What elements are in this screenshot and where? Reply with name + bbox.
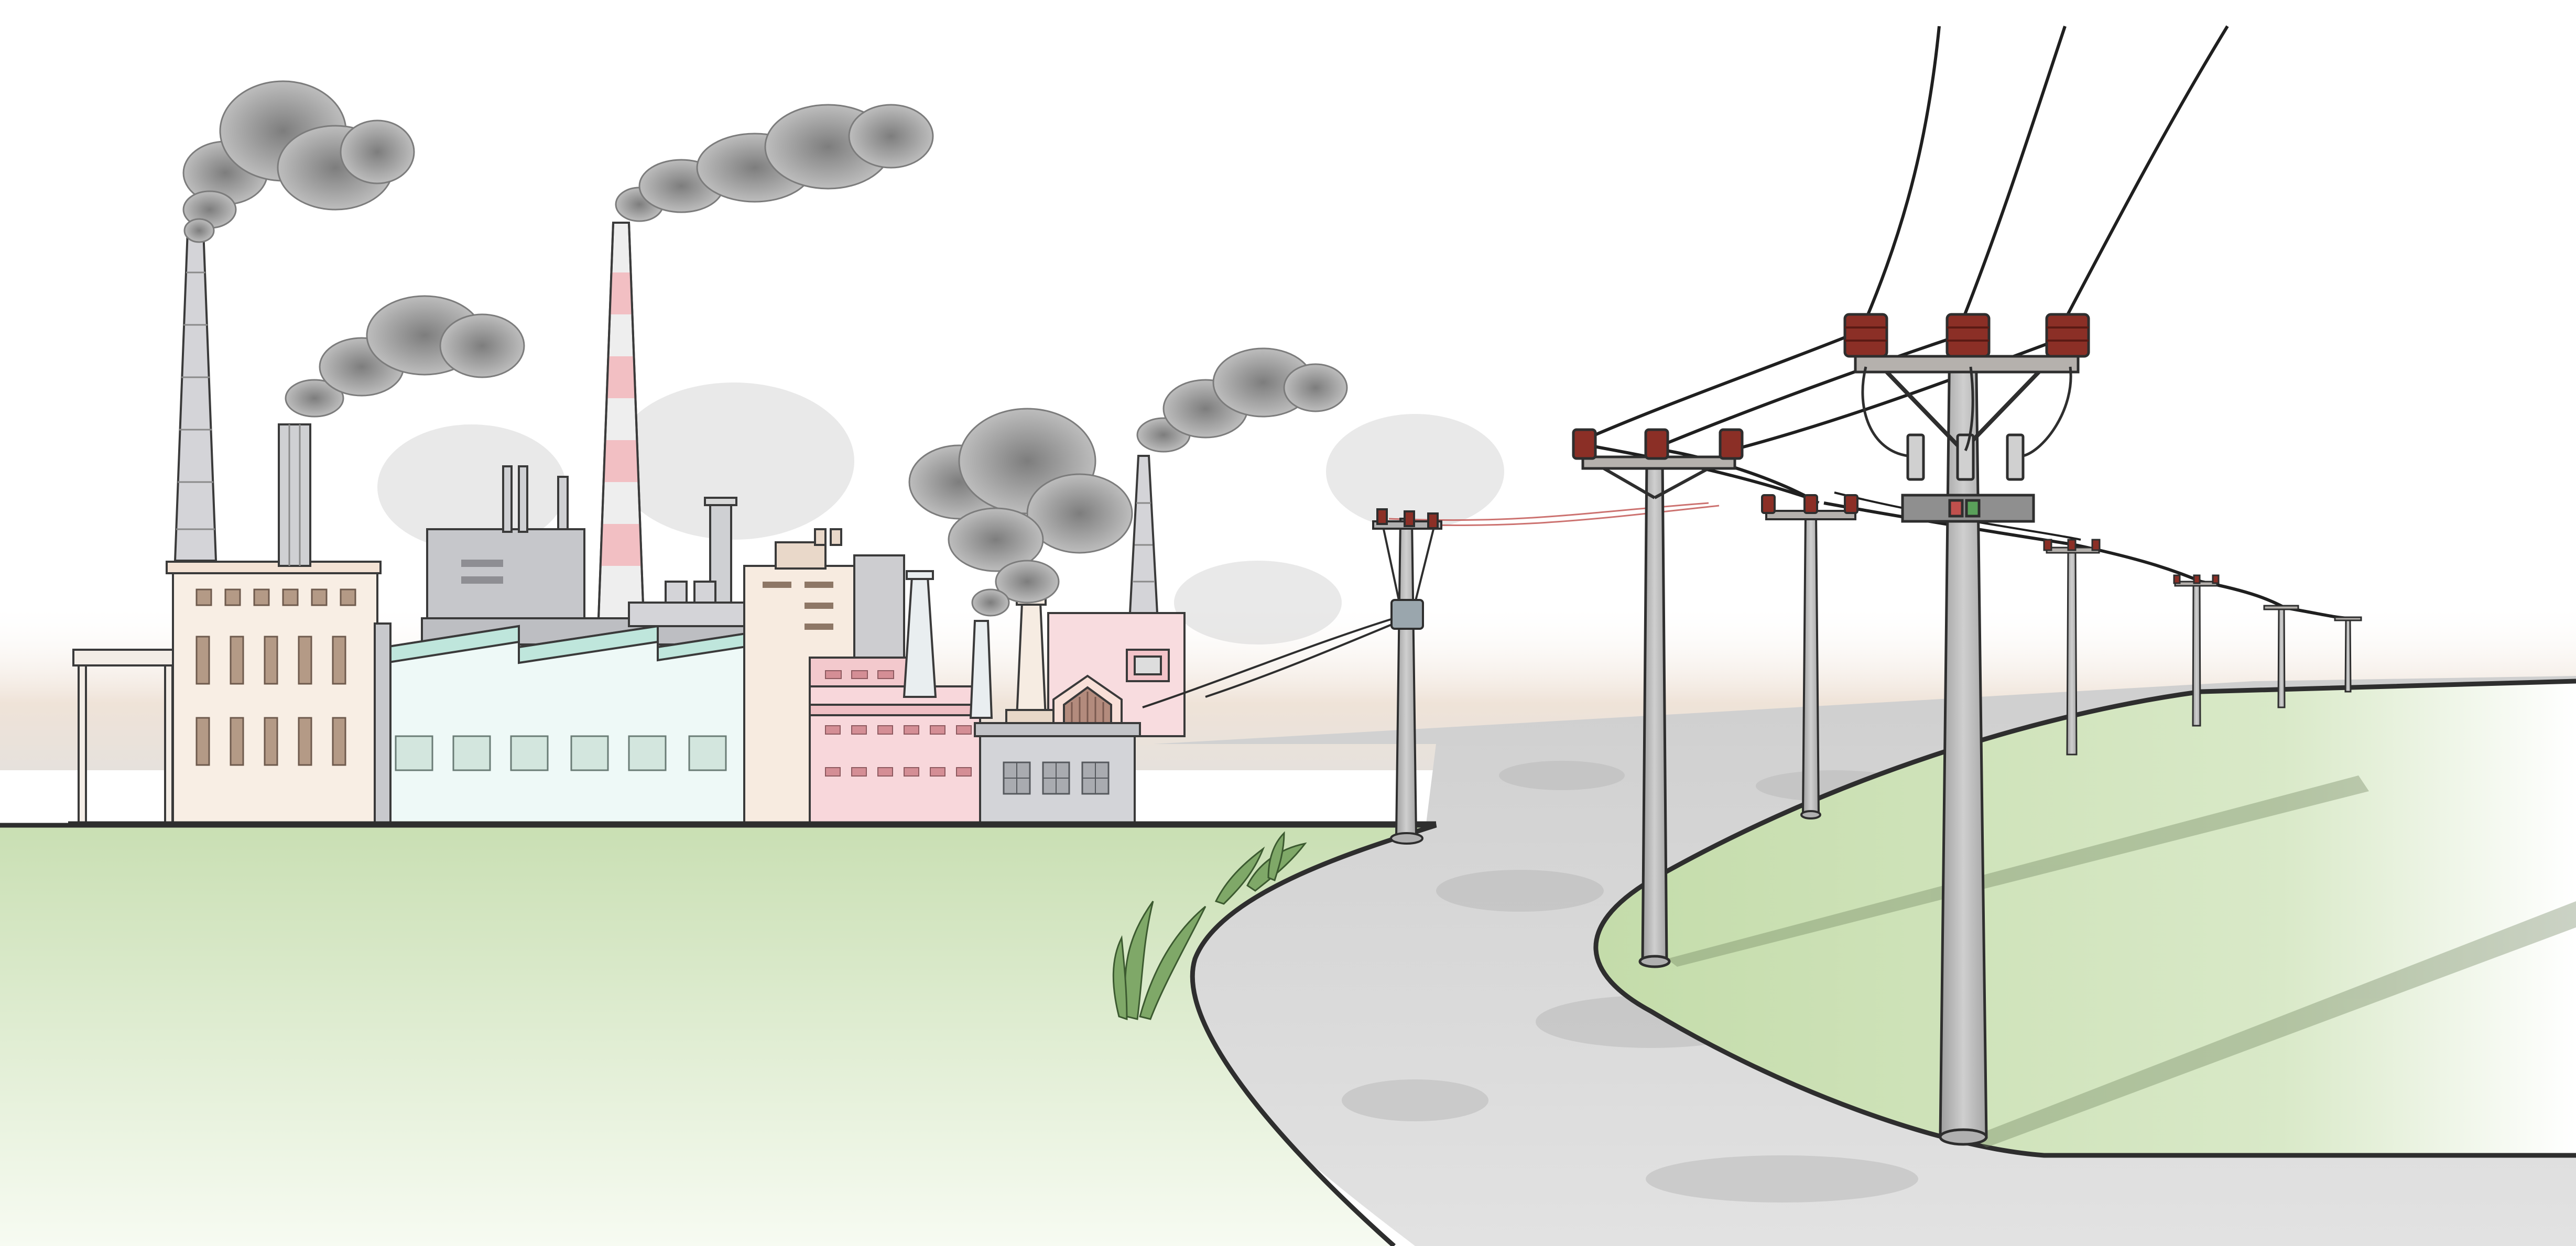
vent-block (628, 581, 787, 627)
chimney-icon (173, 229, 218, 562)
smoke-plumes (182, 80, 1348, 617)
insulator-icon (1843, 313, 2090, 358)
transformer-icon (1390, 599, 1424, 630)
distant-poles (2043, 539, 2362, 756)
utility-pole-icon (2263, 605, 2299, 708)
utility-pole-icon (2173, 574, 2220, 727)
drop-wires (1142, 617, 1395, 708)
pole-shadows (1667, 775, 2576, 1147)
left-grass-field (0, 825, 1436, 1246)
smoke-plume-4 (908, 408, 1133, 617)
gray-mid-building (374, 622, 392, 824)
utility-pole-icon (2334, 616, 2362, 693)
smoke-plume-1 (182, 80, 415, 243)
left-grass-outline (0, 823, 1437, 1246)
chimney-icon (278, 423, 311, 567)
smoke-plume-5 (1136, 347, 1348, 453)
gray-front-building (974, 722, 1141, 824)
cream-building (166, 561, 382, 824)
transformer-pole (1372, 508, 1442, 845)
right-grass-outline (1593, 679, 2576, 1158)
main-utility-pole (1843, 313, 2090, 1146)
chimney-icon (1128, 455, 1159, 614)
smoke-plume-3 (615, 104, 934, 222)
mint-sawtooth-building (384, 625, 795, 824)
smoke-plume-2 (285, 295, 525, 418)
utility-pole-icon (1572, 428, 1744, 968)
chimney-icon (903, 570, 1047, 719)
pink-warehouse (1005, 612, 1186, 737)
right-grass-field (1595, 681, 2576, 1155)
utility-pole-icon (1761, 494, 1858, 819)
factory-complex (72, 222, 1186, 824)
gray-tower (853, 554, 905, 661)
utility-pole-icon (2043, 539, 2101, 756)
chimney-icon (597, 222, 645, 619)
grass-icon (1112, 831, 1307, 1021)
